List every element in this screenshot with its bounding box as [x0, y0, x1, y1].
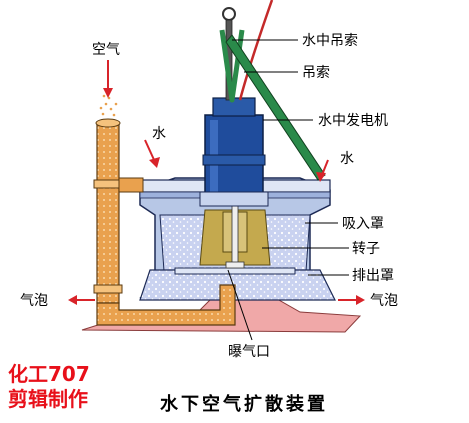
label-rotor: 转子	[352, 241, 380, 257]
air-pipe	[96, 122, 120, 304]
lifting-ring	[222, 7, 236, 21]
label-water-left: 水	[152, 126, 166, 142]
air-pipe-bottom	[96, 284, 236, 326]
power-cable	[238, 0, 274, 101]
label-bubbles-right: 气泡	[370, 293, 398, 309]
label-water-right: 水	[340, 151, 354, 167]
label-air: 空气	[92, 42, 120, 58]
diagram-caption: 水下空气扩散装置	[160, 393, 328, 415]
label-underwater-cable: 水中吊索	[302, 32, 358, 49]
label-bubbles-left: 气泡	[20, 293, 48, 309]
label-cable: 吊索	[302, 64, 330, 81]
air-dots	[99, 94, 118, 117]
label-generator: 水中发电机	[318, 113, 388, 129]
label-discharge-hood: 排出罩	[352, 268, 394, 284]
label-intake-hood: 吸入罩	[342, 216, 384, 232]
support-arm	[225, 34, 326, 181]
watermark-line1: 化工707	[8, 362, 90, 386]
watermark-line2: 剪辑制作	[8, 387, 88, 411]
label-aeration-port: 曝气口	[228, 344, 270, 360]
